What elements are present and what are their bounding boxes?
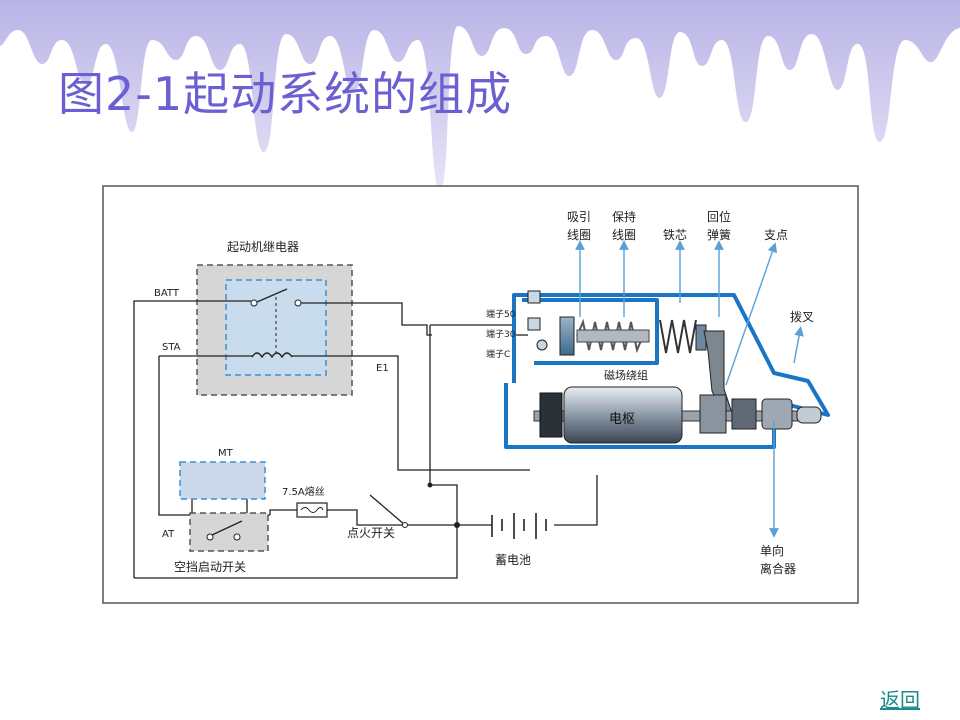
overrunning-clutch-label-line1: 单向 bbox=[760, 543, 784, 558]
field-winding-label: 磁场绕组 bbox=[604, 368, 648, 382]
plunger-label: 铁芯 bbox=[663, 228, 687, 242]
mt-box bbox=[179, 461, 266, 500]
mt-label: MT bbox=[218, 448, 234, 459]
clutch-body bbox=[699, 394, 727, 434]
dripping-header-decoration bbox=[0, 0, 960, 193]
commutator bbox=[539, 392, 563, 438]
pivot-label: 支点 bbox=[764, 228, 788, 242]
solenoid-plunger bbox=[576, 329, 650, 343]
pinion-nut bbox=[761, 398, 793, 430]
terminal-c-label: 端子C bbox=[486, 348, 510, 360]
at-contact-left bbox=[206, 533, 214, 541]
wiring bbox=[133, 300, 598, 579]
callout-arrows bbox=[575, 240, 804, 538]
shaft-end bbox=[796, 406, 822, 424]
at-label: AT bbox=[162, 529, 175, 540]
armature-label: 电枢 bbox=[609, 412, 635, 427]
pinion-gear bbox=[731, 398, 757, 430]
battery-symbol bbox=[491, 513, 547, 539]
back-link[interactable]: 返回 bbox=[880, 688, 920, 712]
return-spring bbox=[659, 319, 697, 354]
ignition-contact bbox=[402, 522, 408, 528]
starter-system-diagram: 起动机继电器 BATT STA E1 bbox=[102, 185, 859, 604]
terminal-30-label: 端子30 bbox=[486, 328, 516, 340]
return-spring-label-line1: 回位 bbox=[707, 209, 731, 224]
relay-contact-right bbox=[294, 299, 302, 307]
return-spring-label-line2: 弹簧 bbox=[707, 227, 731, 242]
at-switch-arm bbox=[211, 520, 243, 536]
fuse bbox=[296, 502, 328, 518]
sta-label: STA bbox=[162, 342, 181, 353]
relay-coil bbox=[251, 352, 293, 359]
at-switch-box bbox=[189, 512, 269, 552]
pull-in-coil-label-line1: 吸引 bbox=[567, 210, 591, 224]
solenoid-core-left bbox=[559, 316, 575, 356]
neutral-start-switch-label: 空挡启动开关 bbox=[174, 560, 246, 574]
hold-in-coil-label-line1: 保持 bbox=[612, 209, 636, 224]
relay-switch-arm bbox=[256, 288, 288, 303]
ignition-switch-label: 点火开关 bbox=[347, 526, 395, 540]
relay-title: 起动机继电器 bbox=[227, 240, 299, 254]
terminal-posts bbox=[527, 290, 548, 351]
overrunning-clutch-label-line2: 离合器 bbox=[760, 561, 796, 576]
armature-body bbox=[563, 386, 683, 444]
batt-label: BATT bbox=[154, 288, 180, 299]
e1-label: E1 bbox=[376, 363, 389, 374]
relay-contact-left bbox=[250, 299, 258, 307]
terminal-50-label: 端子50 bbox=[486, 308, 516, 320]
shift-fork-label: 拨叉 bbox=[790, 310, 814, 324]
pull-in-coil-label-line2: 线圈 bbox=[567, 228, 591, 242]
at-contact-right bbox=[233, 533, 241, 541]
junction-dot bbox=[454, 522, 460, 528]
fuse-label: 7.5A熔丝 bbox=[282, 485, 325, 498]
plunger-end bbox=[695, 324, 707, 351]
slide-title: 图2-1起动系统的组成 bbox=[58, 67, 513, 121]
junction-dot bbox=[427, 482, 433, 488]
hold-in-coil-label-line2: 线圈 bbox=[612, 228, 636, 242]
battery-label: 蓄电池 bbox=[495, 553, 531, 567]
